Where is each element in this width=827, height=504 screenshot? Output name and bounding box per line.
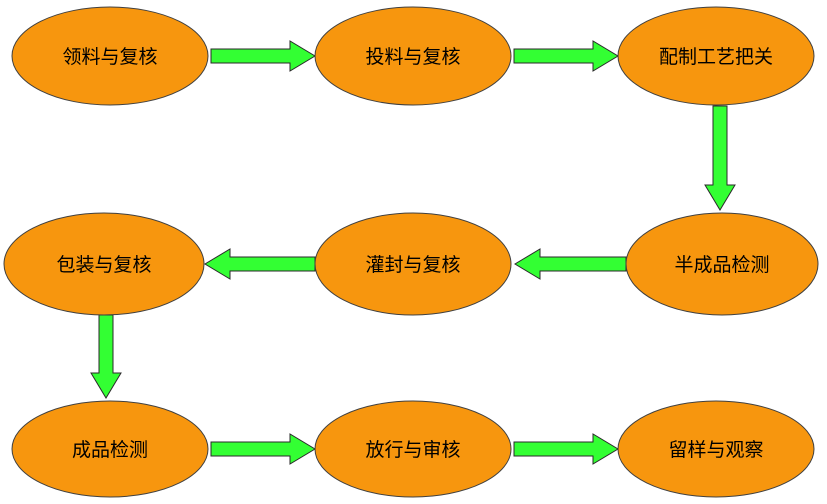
arrow-n3-to-n4 — [704, 105, 736, 211]
process-node-n2: 投料与复核 — [314, 6, 512, 106]
node-ellipse — [617, 400, 815, 498]
process-node-n4: 半成品检测 — [625, 212, 819, 316]
node-ellipse — [314, 212, 512, 316]
node-label: 配制工艺把关 — [659, 46, 773, 68]
node-label: 灌封与复核 — [365, 254, 460, 276]
node-ellipse — [3, 212, 205, 316]
node-label: 成品检测 — [72, 439, 148, 461]
node-label: 放行与审核 — [365, 439, 460, 461]
node-ellipse — [11, 6, 209, 106]
arrow-n2-to-n3 — [513, 40, 619, 72]
node-label: 领料与复核 — [62, 46, 157, 68]
arrow-n5-to-n6 — [204, 248, 316, 280]
process-node-n6: 包装与复核 — [3, 212, 205, 316]
arrow-n7-to-n8 — [210, 433, 316, 465]
process-node-n1: 领料与复核 — [11, 6, 209, 106]
arrow-n4-to-n5 — [514, 248, 627, 280]
process-node-n9: 留样与观察 — [617, 400, 815, 498]
node-label: 留样与观察 — [668, 439, 763, 461]
process-node-n3: 配制工艺把关 — [617, 6, 815, 106]
arrow-n6-to-n7 — [90, 314, 122, 399]
node-label: 半成品检测 — [674, 254, 769, 276]
process-node-n7: 成品检测 — [11, 400, 209, 498]
arrows-layer — [90, 40, 736, 465]
arrow-n1-to-n2 — [210, 40, 316, 72]
process-node-n8: 放行与审核 — [314, 400, 512, 498]
node-ellipse — [314, 6, 512, 106]
node-ellipse — [625, 212, 819, 316]
arrow-n8-to-n9 — [513, 433, 619, 465]
node-ellipse — [11, 400, 209, 498]
node-ellipse — [314, 400, 512, 498]
node-ellipse — [617, 6, 815, 106]
node-label: 包装与复核 — [56, 254, 151, 276]
process-node-n5: 灌封与复核 — [314, 212, 512, 316]
node-label: 投料与复核 — [365, 46, 460, 68]
